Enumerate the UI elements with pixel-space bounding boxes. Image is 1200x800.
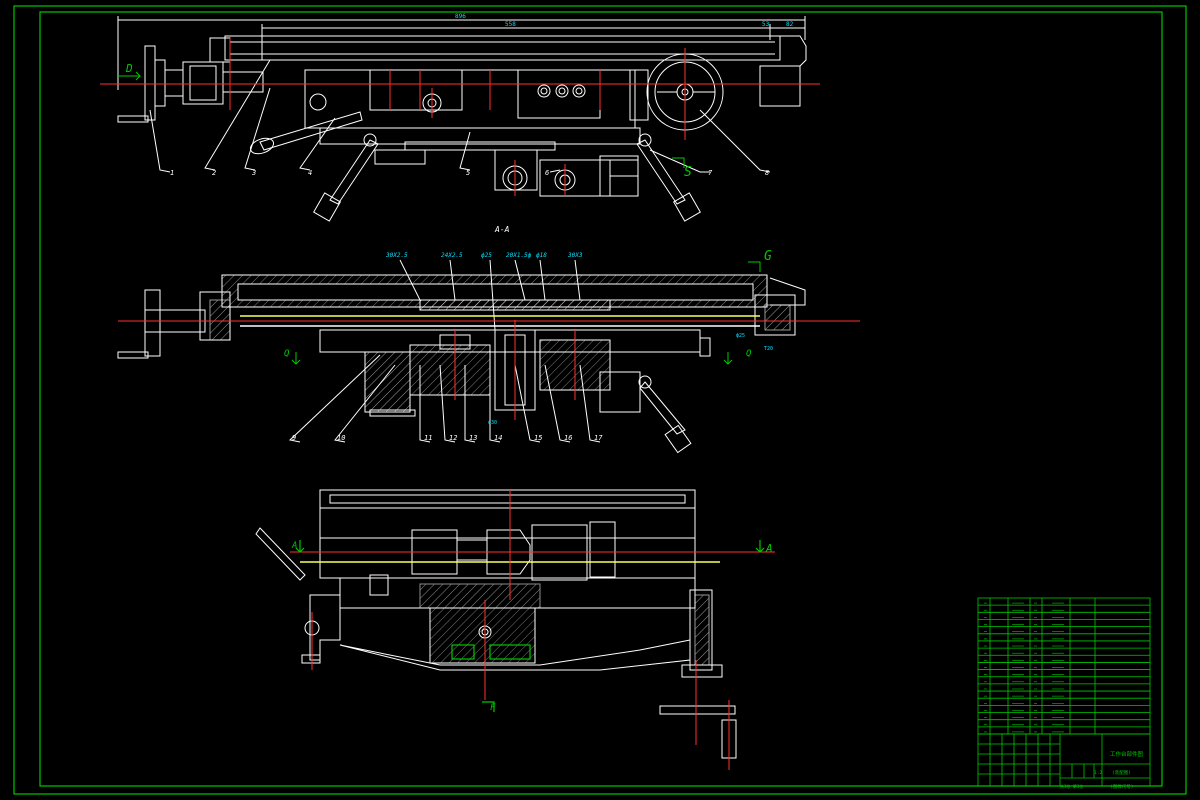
part-label: 17 <box>594 434 603 442</box>
fit-callout: 30X2.5 <box>385 252 408 259</box>
dim-right-b: 82 <box>786 21 794 28</box>
note-right: T20 <box>764 346 773 352</box>
inner-border <box>39 11 1163 787</box>
top-view-accents <box>118 71 685 168</box>
part-label: 5 <box>466 169 470 177</box>
note-left: ф25 <box>736 333 745 339</box>
part-label: 4 <box>308 169 312 177</box>
scale-text: 1:2 <box>1094 770 1102 776</box>
fit-callout: 20X1.5ф <box>506 252 532 259</box>
fit-callout: 24X2.5 <box>441 252 463 259</box>
bottom-view-centerlines <box>290 490 775 770</box>
part-label: 9 <box>292 434 296 442</box>
fit-callout: ф25 <box>481 252 492 259</box>
bottom-view-accents <box>295 540 765 712</box>
part-label: 3 <box>251 169 256 177</box>
arrow-a-left-label: A <box>291 541 297 551</box>
sheet-note-text: 共1张 第1张 <box>1060 783 1083 789</box>
subtitle-text: (装配图) <box>1112 769 1131 776</box>
part-label: 7 <box>708 169 713 177</box>
outer-border <box>13 5 1187 795</box>
middle-callouts: 30X2.5 24X2.5 ф25 20X1.5ф ф18 30X3 <box>385 252 583 259</box>
part-label: 12 <box>449 434 457 442</box>
dim-right-a: 53 <box>762 21 770 28</box>
part-label: 1 <box>170 169 174 177</box>
stamp-label: ф30 <box>488 420 497 426</box>
fit-callout: ф18 <box>536 252 547 259</box>
middle-view-section-arrows <box>291 261 761 365</box>
middle-view-shaft <box>240 315 760 327</box>
bottom-view <box>255 489 737 759</box>
part-label: 8 <box>765 169 769 177</box>
arrow-d-label: D <box>125 62 133 75</box>
part-label: 13 <box>469 434 477 442</box>
code-text: (图样代号) <box>1110 783 1133 790</box>
arrow-q-right-label: Q <box>746 349 752 359</box>
arrow-g-label: G <box>764 249 772 264</box>
middle-view-centerlines <box>118 320 860 420</box>
title-text: 工作台部件图 <box>1110 750 1144 758</box>
dim-middle: 558 <box>505 21 516 28</box>
dim-overall: 896 <box>455 13 466 20</box>
top-view-centerlines <box>100 38 820 196</box>
arrow-q-left-label: Q <box>284 349 290 359</box>
part-label: 11 <box>424 434 432 442</box>
part-label: 15 <box>534 434 542 442</box>
part-label: 6 <box>545 169 549 177</box>
top-part-labels: 1 2 3 4 5 6 7 8 <box>170 169 769 177</box>
part-label: 16 <box>564 434 572 442</box>
arrow-a-right-label: A <box>765 542 773 555</box>
section-aa-label: A-A <box>494 225 510 234</box>
middle-part-labels: 9 10 11 12 13 14 15 16 17 <box>292 434 603 442</box>
arrow-s-label: S <box>684 165 692 180</box>
part-label: 2 <box>212 169 216 177</box>
fit-callout: 30X3 <box>567 252 583 259</box>
title-block <box>977 597 1151 787</box>
part-label: 14 <box>494 434 502 442</box>
arrow-f-label: F <box>490 703 496 713</box>
part-label: 10 <box>337 434 345 442</box>
